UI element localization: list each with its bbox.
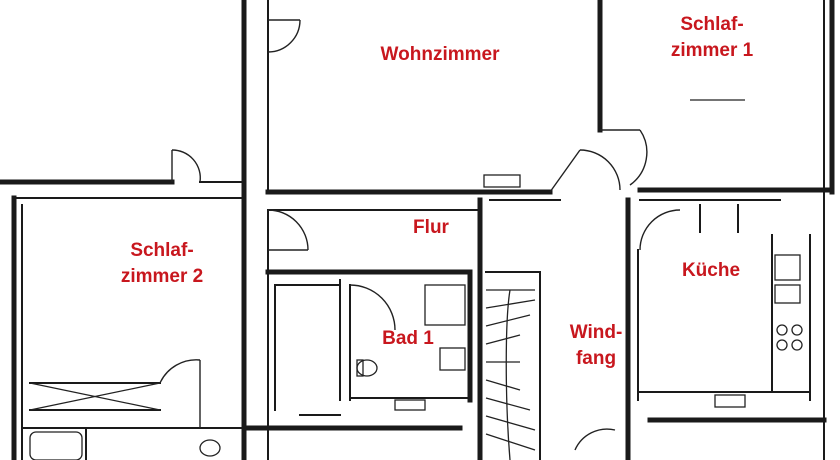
doors bbox=[159, 19, 681, 451]
room-label-bad-1: Bad 1 bbox=[382, 328, 434, 349]
staircase bbox=[485, 289, 536, 460]
interior-walls bbox=[21, 197, 827, 460]
room-label-flur: Flur bbox=[413, 217, 449, 238]
fixtures bbox=[29, 99, 803, 460]
room-label-windfang: Wind- fang bbox=[569, 322, 623, 369]
room-label-wohnzimmer: Wohnzimmer bbox=[380, 44, 500, 65]
room-label-schlafzimmer-2: Schlaf- zimmer 2 bbox=[120, 240, 204, 287]
room-label-schlafzimmer-1: Schlaf- zimmer 1 bbox=[670, 14, 754, 61]
room-label-kueche: Küche bbox=[681, 260, 741, 281]
